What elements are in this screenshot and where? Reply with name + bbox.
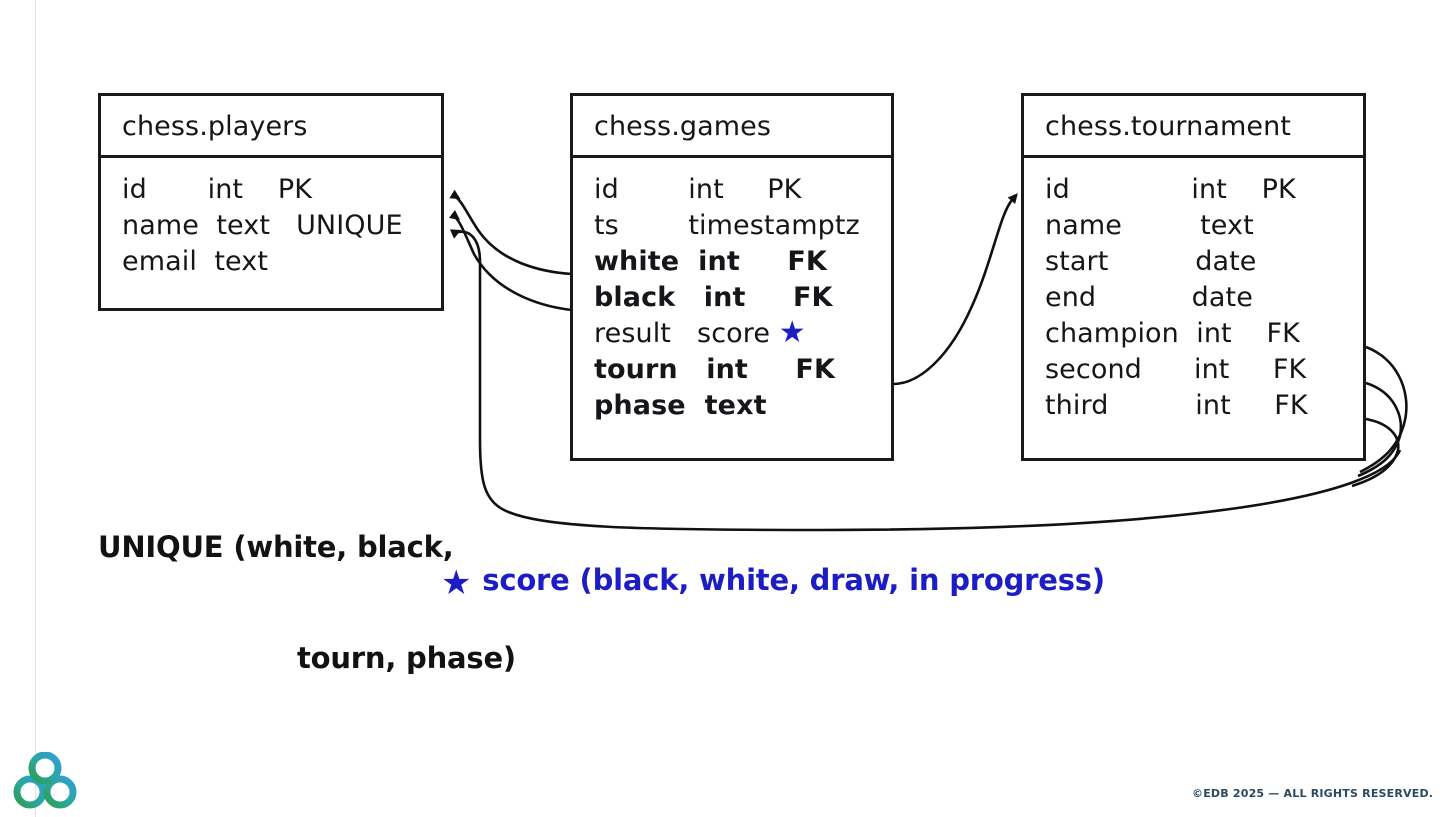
column-row-tournament-champion: champion int FK [1045,318,1300,349]
column-row-tournament-second: second int FK [1045,354,1307,385]
column-row-players-id: id int PK [122,174,313,205]
score-legend: ★ score (black, white, draw, in progress… [441,563,1105,603]
entity-chess-games[interactable]: chess.games id int PK ts timestamptz whi… [570,93,894,461]
entity-body-chess-tournament: id int PK name text start date end date … [1024,158,1363,436]
entity-title-chess-players: chess.players [101,96,441,158]
score-legend-text: score (black, white, draw, in progress) [482,563,1105,597]
entity-body-chess-players: id int PK name text UNIQUE email text [101,158,441,292]
score-star-icon: ★ [778,315,806,350]
column-row-games-id: id int PK [594,174,802,205]
unique-constraint-line-2: tourn, phase) [296,641,516,675]
footer-copyright: ©EDB 2025 — ALL RIGHTS RESERVED. [1192,787,1434,800]
slide-guide-line [35,0,36,817]
column-row-tournament-id: id int PK [1045,174,1296,205]
unique-constraint-line-1: UNIQUE (white, black, [98,530,454,564]
column-row-players-email: email text [122,246,269,277]
fk-tournament-champion-to-players [1359,345,1408,474]
fk-games-white-to-players [449,189,573,276]
entity-body-chess-games: id int PK ts timestamptz white int FK bl… [573,158,891,436]
column-row-games-black: black int FK [594,282,833,313]
column-row-tournament-third: third int FK [1045,390,1308,421]
column-row-tournament-start: start date [1045,246,1257,277]
column-row-tournament-end: end date [1045,282,1253,313]
entity-title-chess-games: chess.games [573,96,891,158]
entity-chess-players[interactable]: chess.players id int PK name text UNIQUE… [98,93,444,311]
unique-constraint-note: UNIQUE (white, black, tourn, phase) [98,455,518,714]
edb-trefoil-logo [13,752,77,809]
column-row-games-phase: phase text [594,390,767,421]
column-row-tournament-name: name text [1045,210,1254,241]
score-legend-star-icon: ★ [441,563,472,603]
column-row-games-white: white int FK [594,246,827,277]
entity-chess-tournament[interactable]: chess.tournament id int PK name text sta… [1021,93,1366,461]
column-row-players-name: name text UNIQUE [122,210,403,241]
column-row-games-result: result score ★ [594,316,891,352]
column-row-games-tourn: tourn int FK [594,354,835,385]
entity-title-chess-tournament: chess.tournament [1024,96,1363,158]
column-row-games-ts: ts timestamptz [594,210,860,241]
fk-games-tourn-to-tournament [892,193,1018,386]
column-row-games-result-text: result score [594,318,779,349]
fk-games-black-to-players [448,210,573,312]
